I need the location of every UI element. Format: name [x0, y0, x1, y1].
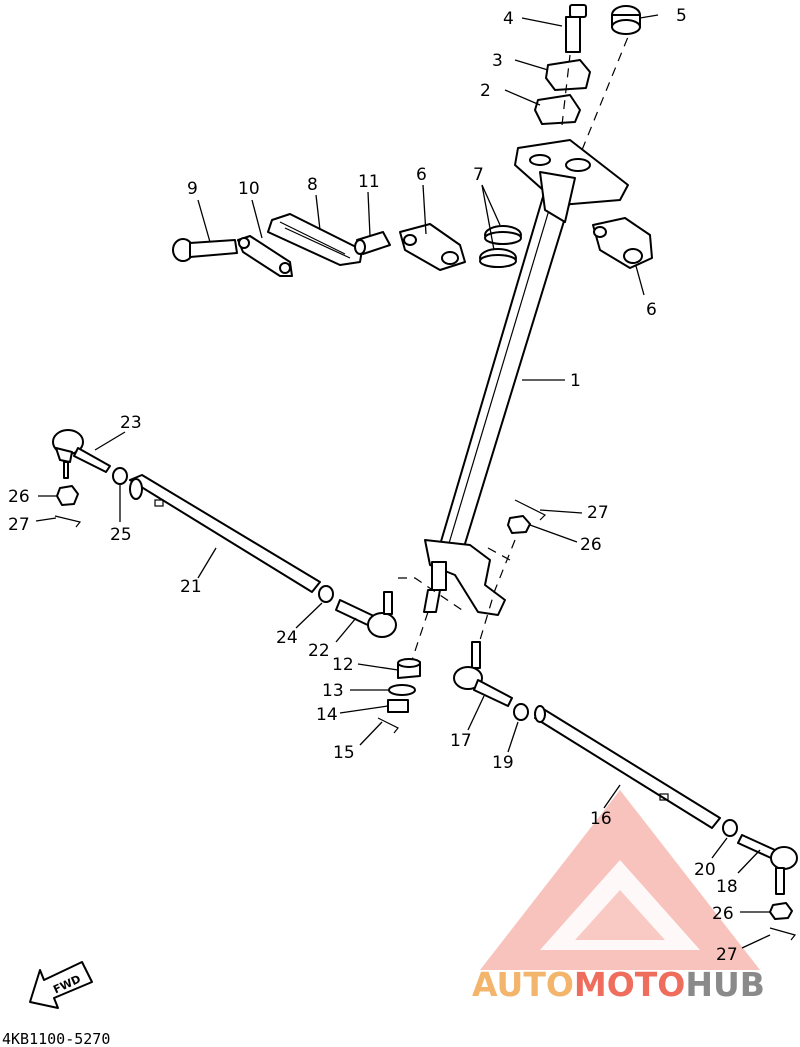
label-part-27-right-lower: 27: [716, 945, 738, 965]
part-26-nut-left: [56, 485, 79, 506]
watermark-triangle-inner: [540, 860, 700, 950]
assembly-guides: [398, 31, 631, 661]
label-part-6-right: 6: [646, 300, 657, 320]
label-part-23: 23: [120, 413, 142, 433]
part-14-castle-nut: [387, 699, 409, 713]
watermark-part-hub: HUB: [685, 965, 765, 1004]
part-23-tie-rod-end: [52, 429, 111, 479]
label-part-14: 14: [316, 705, 338, 725]
part-5-cap: [611, 5, 641, 35]
label-part-18: 18: [716, 877, 738, 897]
label-part-21: 21: [180, 577, 202, 597]
label-part-15: 15: [333, 743, 355, 763]
part-26-nut-right-lower: [769, 902, 793, 920]
label-part-26-right-lower: 26: [712, 904, 734, 924]
label-part-5: 5: [676, 6, 687, 26]
label-part-16: 16: [590, 809, 612, 829]
label-part-20: 20: [694, 860, 716, 880]
part-13-washer: [388, 684, 416, 696]
watermark-triangle-mid: [575, 890, 665, 940]
part-7-bushings: [479, 225, 522, 268]
part-18-tie-rod-end: [737, 834, 798, 895]
watermark-text: AUTOMOTOHUB: [472, 965, 765, 1004]
part-24-nut: [318, 585, 334, 603]
part-20-nut: [722, 819, 738, 837]
label-part-25: 25: [110, 525, 132, 545]
part-10-arm: [237, 235, 293, 277]
part-21-tie-rod: [129, 474, 321, 593]
part-17-tie-rod-end: [453, 641, 513, 707]
part-12-nut: [397, 658, 421, 679]
label-part-24: 24: [276, 628, 298, 648]
label-part-10: 10: [238, 179, 260, 199]
part-number-labels: 4 5 3 2 9 10 8 11 6 7 6 1 23 26 27 25 21…: [8, 6, 738, 965]
label-part-19: 19: [492, 753, 514, 773]
part-22-tie-rod-end: [335, 591, 397, 638]
fwd-arrow: FWD: [29, 961, 93, 1009]
label-part-26-right-upper: 26: [580, 535, 602, 555]
watermark-part-auto: AUTO: [472, 965, 574, 1004]
label-part-17: 17: [450, 731, 472, 751]
part-25-nut: [112, 467, 128, 485]
label-part-9: 9: [187, 179, 198, 199]
part-11-collar: [354, 231, 391, 255]
label-part-8: 8: [307, 175, 318, 195]
label-part-6-left: 6: [416, 165, 427, 185]
label-part-27-right-upper: 27: [587, 503, 609, 523]
label-part-22: 22: [308, 641, 330, 661]
part-16-tie-rod: [534, 705, 721, 829]
part-6-bracket-right: [592, 217, 653, 269]
label-part-2: 2: [480, 81, 491, 101]
watermark-part-moto: MOTO: [574, 965, 685, 1004]
part-19-nut: [513, 703, 529, 721]
label-part-4: 4: [503, 9, 514, 29]
part-9-bolt: [172, 238, 238, 262]
watermark-logo: [480, 790, 760, 970]
label-part-26-left: 26: [8, 487, 30, 507]
diagram-code: 4KB1100-5270: [2, 1030, 110, 1047]
part-27-pin-left: [54, 515, 82, 528]
part-26-nut-right-upper: [507, 515, 531, 534]
part-8-gasket: [267, 213, 363, 266]
part-27-pin-right-upper: [514, 499, 547, 521]
label-part-3: 3: [492, 51, 503, 71]
steering-shaft: [423, 139, 629, 616]
part-2-clamp-lower: [534, 94, 581, 125]
part-4-bolt: [565, 4, 587, 53]
label-part-13: 13: [322, 681, 344, 701]
label-part-27-left: 27: [8, 515, 30, 535]
label-part-12: 12: [332, 655, 354, 675]
part-6-bracket-left: [399, 223, 466, 271]
label-part-7: 7: [473, 165, 484, 185]
part-27-pin-right-lower: [769, 927, 797, 941]
part-15-pin: [377, 717, 399, 734]
leader-lines: [35, 14, 771, 949]
label-part-1: 1: [570, 371, 581, 391]
label-part-11: 11: [358, 172, 380, 192]
